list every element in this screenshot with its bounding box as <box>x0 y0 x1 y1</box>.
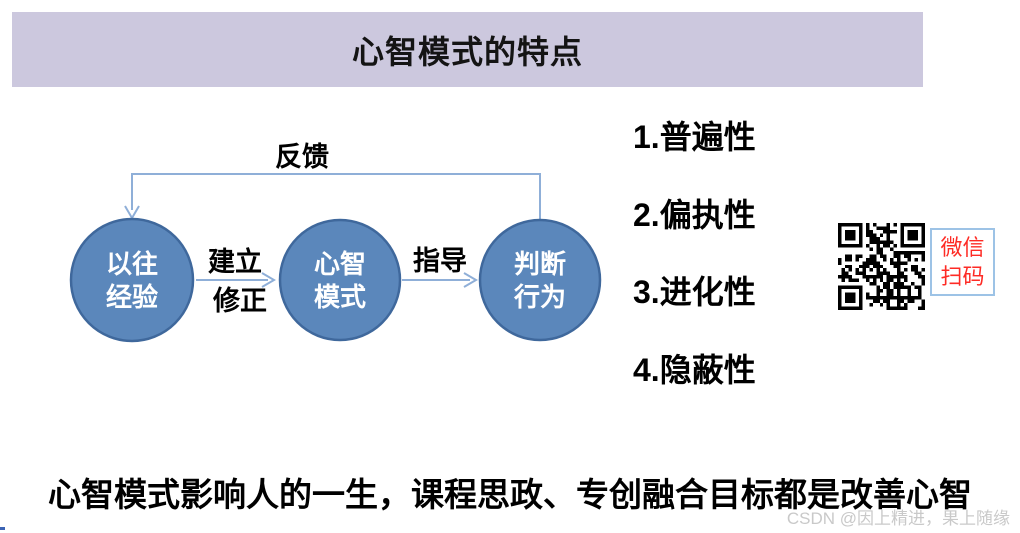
node-past-experience-line1: 以往 <box>106 249 158 279</box>
feature-item-paranoia: 2.偏执性 <box>633 197 756 233</box>
slide-title-text: 心智模式的特点 <box>351 33 583 70</box>
node-mental-model-line2: 模式 <box>314 282 366 312</box>
node-judgement-behavior-line2: 行为 <box>513 282 566 312</box>
node-judgement-behavior <box>478 218 602 342</box>
qr-caption-line1: 微信 <box>940 235 985 260</box>
feature-item-concealment: 4.隐蔽性 <box>633 352 756 388</box>
footer-statement: 心智模式影响人的一生，课程思政、专创融合目标都是改善心智 <box>48 476 972 513</box>
node-judgement-behavior-line1: 判断 <box>514 249 566 279</box>
revise-label: 修正 <box>212 286 267 316</box>
node-past-experience-line2: 经验 <box>106 282 158 312</box>
csdn-watermark: CSDN @因上精进，果上随缘 <box>786 509 1010 528</box>
corner-artifact <box>0 527 5 530</box>
qr-caption-box: 微信 扫码 <box>930 228 995 296</box>
guide-arrowhead-icon <box>463 272 478 288</box>
build-label: 建立 <box>208 246 262 277</box>
build-arrowhead-icon <box>261 272 276 288</box>
feature-item-evolution: 3.进化性 <box>633 274 756 310</box>
node-mental-model <box>278 218 402 342</box>
qr-caption-line2: 扫码 <box>940 264 985 289</box>
feedback-connector <box>131 173 541 220</box>
node-past-experience <box>69 217 195 343</box>
feature-item-universality: 1.普遍性 <box>633 119 756 155</box>
slide-title: 心智模式的特点 <box>12 12 923 87</box>
feedback-label: 反馈 <box>275 142 329 172</box>
guide-label: 指导 <box>413 246 467 276</box>
qr-code <box>838 223 925 310</box>
node-mental-model-line1: 心智 <box>314 249 366 279</box>
